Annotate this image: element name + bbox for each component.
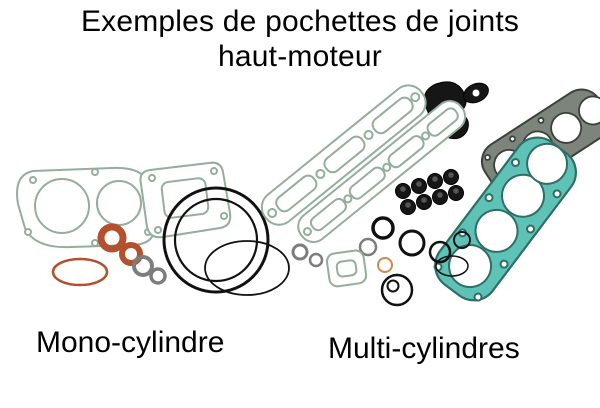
cam-seal-hole: [472, 89, 480, 97]
bolt-hole: [343, 194, 353, 204]
bolt-hole: [382, 162, 392, 172]
bolt-hole: [29, 176, 37, 184]
o-ring: [453, 231, 471, 249]
bolt-hole: [499, 259, 509, 269]
valve-stem-seals: [395, 169, 464, 215]
bolt-hole: [537, 116, 545, 124]
cylinder-bore: [550, 111, 583, 144]
large-o-ring-inner: [173, 197, 259, 283]
washer: [149, 267, 167, 285]
head-gasket-teal: [433, 136, 577, 302]
bolt-hole: [315, 168, 326, 179]
o-ring-large-thin: [51, 257, 109, 287]
bolt-hole: [410, 92, 421, 103]
bolt-hole: [484, 193, 494, 203]
bolt-hole: [484, 154, 491, 161]
rocker-cover-gasket: [260, 84, 427, 226]
bolt-hole: [91, 239, 99, 247]
bolt-hole: [552, 189, 562, 199]
title-line-2: haut-moteur: [218, 40, 382, 74]
bolt-hole: [148, 174, 156, 182]
rocker-gasket-slot: [323, 135, 366, 174]
stem-seal-top: [400, 186, 406, 192]
bolt-hole: [473, 292, 483, 302]
rocker-cover-gasket: [297, 100, 467, 243]
washer: [358, 237, 378, 257]
bolt-hole: [421, 131, 431, 141]
stem-seal-top: [448, 172, 454, 178]
washer: [291, 243, 309, 261]
cylinder-bore: [474, 208, 519, 253]
rocker-gasket-slot: [371, 96, 414, 135]
o-ring-tan: [377, 257, 393, 273]
gasket-port-hole: [34, 178, 90, 234]
bolt-hole: [509, 135, 516, 143]
bolt-hole: [510, 158, 520, 168]
carb-gasket-square: [325, 249, 368, 288]
washer: [308, 252, 324, 268]
o-ring-thin: [435, 255, 469, 277]
o-ring: [398, 229, 426, 257]
o-ring: [371, 216, 395, 240]
o-ring-orange: [97, 223, 127, 253]
caption-mono-cylindre: Mono-cylindre: [36, 326, 225, 359]
gasket-port-hole: [96, 180, 142, 226]
bolt-hole: [526, 224, 536, 234]
square-gasket-hole: [335, 259, 358, 278]
seal-ring-inner: [386, 279, 400, 293]
seal-ring: [380, 273, 414, 307]
bolt-hole: [220, 212, 228, 220]
stem-seal-top: [453, 188, 459, 194]
bolt-hole: [267, 207, 278, 218]
figure-title: Exemples de pochettes de joints haut-mot…: [0, 4, 600, 75]
o-ring-cluster: [291, 216, 471, 277]
bolt-hole: [24, 228, 32, 236]
washer: [132, 255, 154, 277]
cylinder-bore: [448, 244, 493, 289]
bolt-hole: [302, 227, 312, 237]
stem-seal-top: [416, 181, 422, 187]
cylinder-bore: [526, 142, 569, 185]
rocker-gasket-slot: [348, 166, 386, 200]
stem-seal-top: [421, 197, 427, 203]
rocker-gasket-slot: [426, 107, 459, 137]
large-o-ring-outer: [162, 186, 270, 294]
o-ring: [428, 240, 452, 264]
bolt-hole: [91, 168, 99, 176]
stem-seal-top: [405, 202, 411, 208]
bolt-hole: [154, 226, 162, 234]
thin-gasket-ring: [204, 240, 290, 296]
multi-cylinder-gasket-kit: [260, 81, 600, 307]
bolt-hole: [210, 167, 218, 175]
rocker-gasket-slot: [275, 174, 318, 213]
title-line-1: Exemples de pochettes de joints: [80, 5, 520, 38]
mono-cylinder-gasket-kit: [16, 161, 290, 296]
stem-seal-top: [432, 176, 438, 182]
bolt-hole: [363, 129, 374, 140]
rocker-gasket-slot: [309, 198, 347, 232]
o-ring-orange: [119, 242, 143, 266]
rocker-gasket-slot: [387, 135, 425, 169]
stem-seal-top: [437, 192, 443, 198]
caption-multi-cylindres: Multi-cylindres: [328, 332, 520, 365]
